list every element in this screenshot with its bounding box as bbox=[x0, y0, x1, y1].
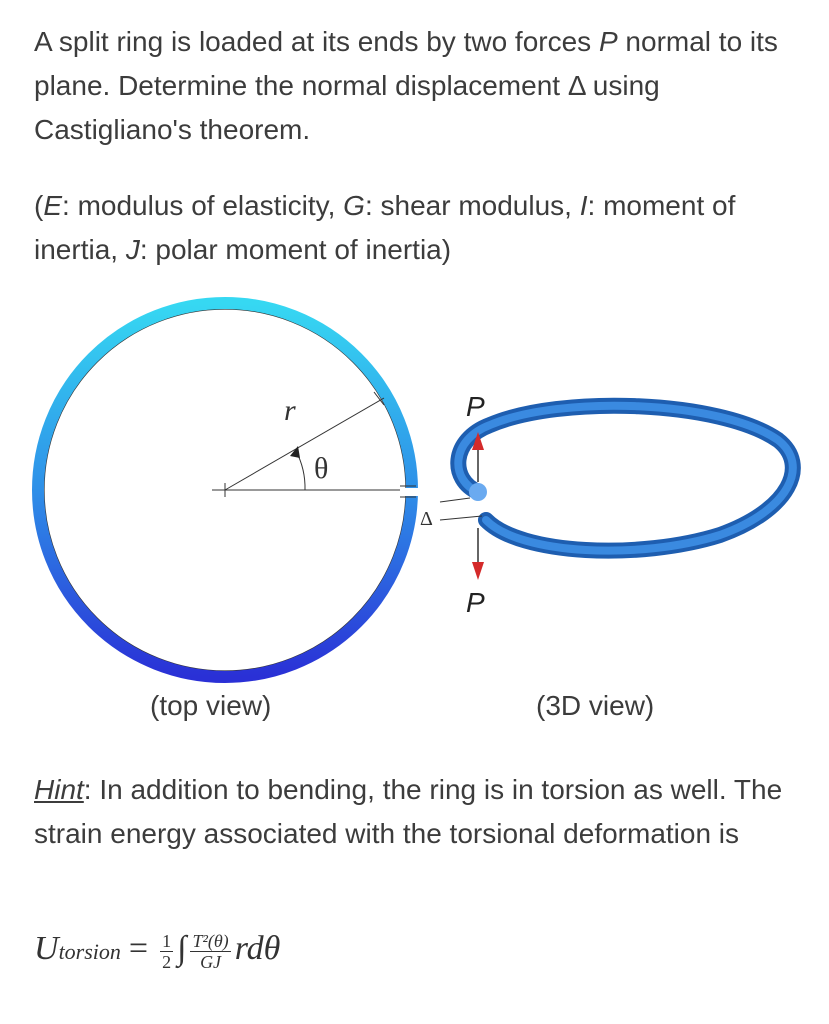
radius-diagram bbox=[212, 391, 400, 497]
angle-label: θ bbox=[314, 452, 328, 485]
delta-label: Δ bbox=[420, 508, 433, 530]
force-top-label: P bbox=[466, 391, 485, 422]
top-view-ring bbox=[32, 297, 418, 683]
up-arrow-icon bbox=[472, 432, 484, 450]
down-arrow-icon bbox=[472, 562, 484, 580]
delta-marker bbox=[439, 497, 483, 521]
hint-text: Hint: In addition to bending, the ring i… bbox=[34, 774, 783, 849]
hint-label: Hint bbox=[34, 774, 84, 805]
3d-view-caption: (3D view) bbox=[536, 690, 655, 721]
radius-label: r bbox=[284, 394, 296, 427]
top-view-caption: (top view) bbox=[150, 690, 272, 721]
3d-view-ring bbox=[450, 397, 801, 559]
force-arrows bbox=[472, 432, 484, 580]
variable-legend: (E: modulus of elasticity, G: shear modu… bbox=[34, 190, 736, 265]
angle-arrow-icon bbox=[290, 446, 300, 458]
force-symbol: P bbox=[598, 26, 618, 57]
force-bottom-label: P bbox=[466, 587, 485, 618]
problem-statement: A split ring is loaded at its ends by tw… bbox=[34, 26, 778, 145]
